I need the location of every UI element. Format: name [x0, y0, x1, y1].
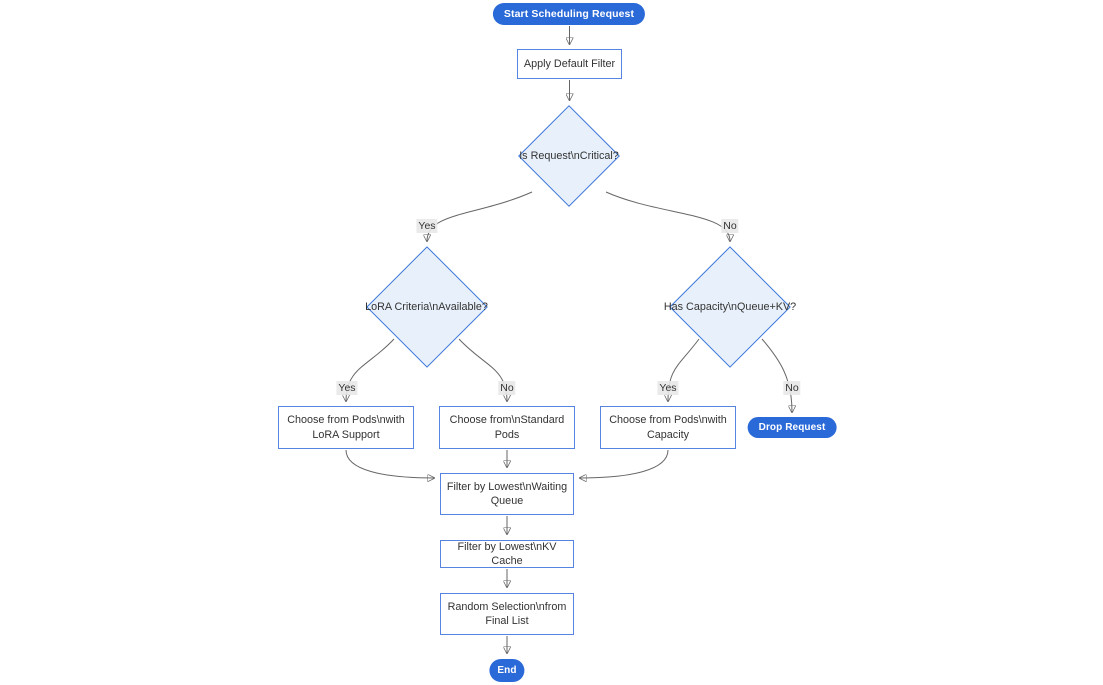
node-is-request-critical: Is Request\nCritical? [518, 105, 620, 207]
node-filter-lowest-kv-cache: Filter by Lowest\nKV Cache [440, 540, 574, 568]
node-drop-request: Drop Request [747, 417, 837, 438]
edge-cappods-to-filter [580, 449, 669, 478]
edge-lorapods-to-filter [345, 449, 434, 478]
node-end: End [489, 659, 525, 682]
node-random-selection-final-list: Random Selection\nfrom Final List [440, 593, 574, 635]
node-filter-lowest-waiting-queue: Filter by Lowest\nWaiting Queue [440, 473, 574, 515]
diamond-label: Has Capacity\nQueue+KV? [663, 301, 797, 313]
edge-label-lora-no: No [498, 381, 516, 395]
diamond-label: Is Request\nCritical? [519, 150, 619, 162]
node-choose-standard-pods: Choose from\nStandard Pods [439, 406, 575, 449]
edge-label-capacity-yes: Yes [657, 381, 679, 395]
edge-label-critical-no: No [721, 219, 739, 233]
edge-critical-no [605, 191, 730, 241]
node-lora-criteria-available: LoRA Criteria\nAvailable? [365, 245, 488, 368]
node-start-scheduling-request: Start Scheduling Request [492, 3, 646, 25]
edge-label-capacity-no: No [783, 381, 801, 395]
edge-capacity-no [761, 338, 792, 412]
edge-label-critical-yes: Yes [416, 219, 438, 233]
edge-label-lora-yes: Yes [336, 381, 358, 395]
node-choose-pods-capacity: Choose from Pods\nwith Capacity [600, 406, 736, 449]
node-apply-default-filter: Apply Default Filter [517, 49, 622, 79]
edge-critical-yes [427, 191, 533, 241]
diamond-label: LoRA Criteria\nAvailable? [365, 300, 488, 313]
node-has-capacity-queue-kv: Has Capacity\nQueue+KV? [664, 246, 796, 368]
node-choose-pods-lora-support: Choose from Pods\nwith LoRA Support [278, 406, 414, 449]
